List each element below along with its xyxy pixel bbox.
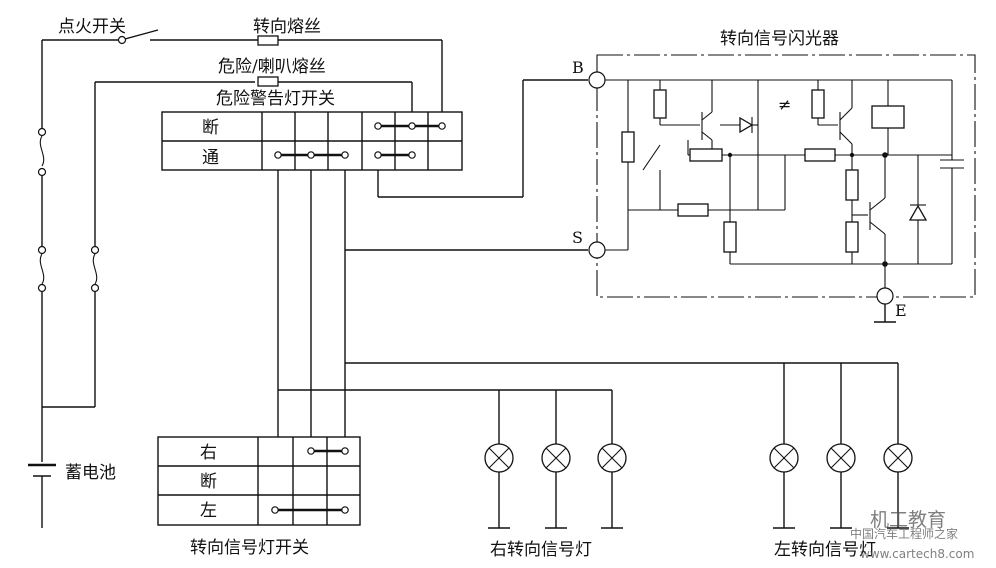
terminal-b-label: B [572,58,584,77]
lamp [597,443,627,529]
watermark-url: www.cartech8.com [860,547,974,561]
right-lamps-label: 右转向信号灯 [490,540,592,560]
turn-switch-right-label: 右 [200,443,217,463]
turn-fuse [257,35,279,46]
watermark-brand: 机工教育 [870,509,946,531]
hazard-row-off-label: 断 [202,118,219,138]
battery-label: 蓄电池 [65,463,116,483]
hazard-row-on-label: 通 [202,148,219,168]
turn-switch-label: 转向信号灯开关 [190,538,309,558]
hazard-switch-leads [277,79,899,444]
turn-switch-off-label: 断 [200,472,217,492]
turn-signal-switch-table [157,436,361,526]
lamp [883,443,913,529]
lamp [541,443,571,529]
terminal-e [876,287,894,305]
watermark-site-name: 中国汽车工程师之家 [850,526,958,541]
hazard-switch-table [161,111,463,171]
turn-switch-left-label: 左 [200,501,217,521]
fuse-wiring [95,35,443,112]
terminal-e-label: E [895,301,907,320]
hazard-horn-fuse-label: 危险/喇叭熔丝 [218,57,326,77]
terminal-b [588,71,606,89]
watermark: 机工教育 中国汽车工程师之家 www.cartech8.com [850,509,974,561]
ignition-switch-label: 点火开关 [58,17,126,37]
svg-text:≠: ≠ [778,95,791,114]
flasher-unit: ≠ [588,54,976,323]
left-lamps-label: 左转向信号灯 [774,540,876,560]
terminal-s [588,241,606,259]
hazard-switch-label: 危险警告灯开关 [216,89,335,109]
battery-supply-wiring [28,40,100,528]
left-turn-lamps [769,443,913,529]
right-turn-lamps [484,443,627,529]
terminal-s-label: S [572,228,583,247]
lamp [484,443,514,529]
hazard-horn-fuse [257,76,279,87]
turn-fuse-label: 转向熔丝 [253,17,321,37]
lamp [826,443,856,529]
ignition-switch [42,29,442,45]
flasher-label: 转向信号闪光器 [720,29,839,49]
lamp [769,443,799,529]
